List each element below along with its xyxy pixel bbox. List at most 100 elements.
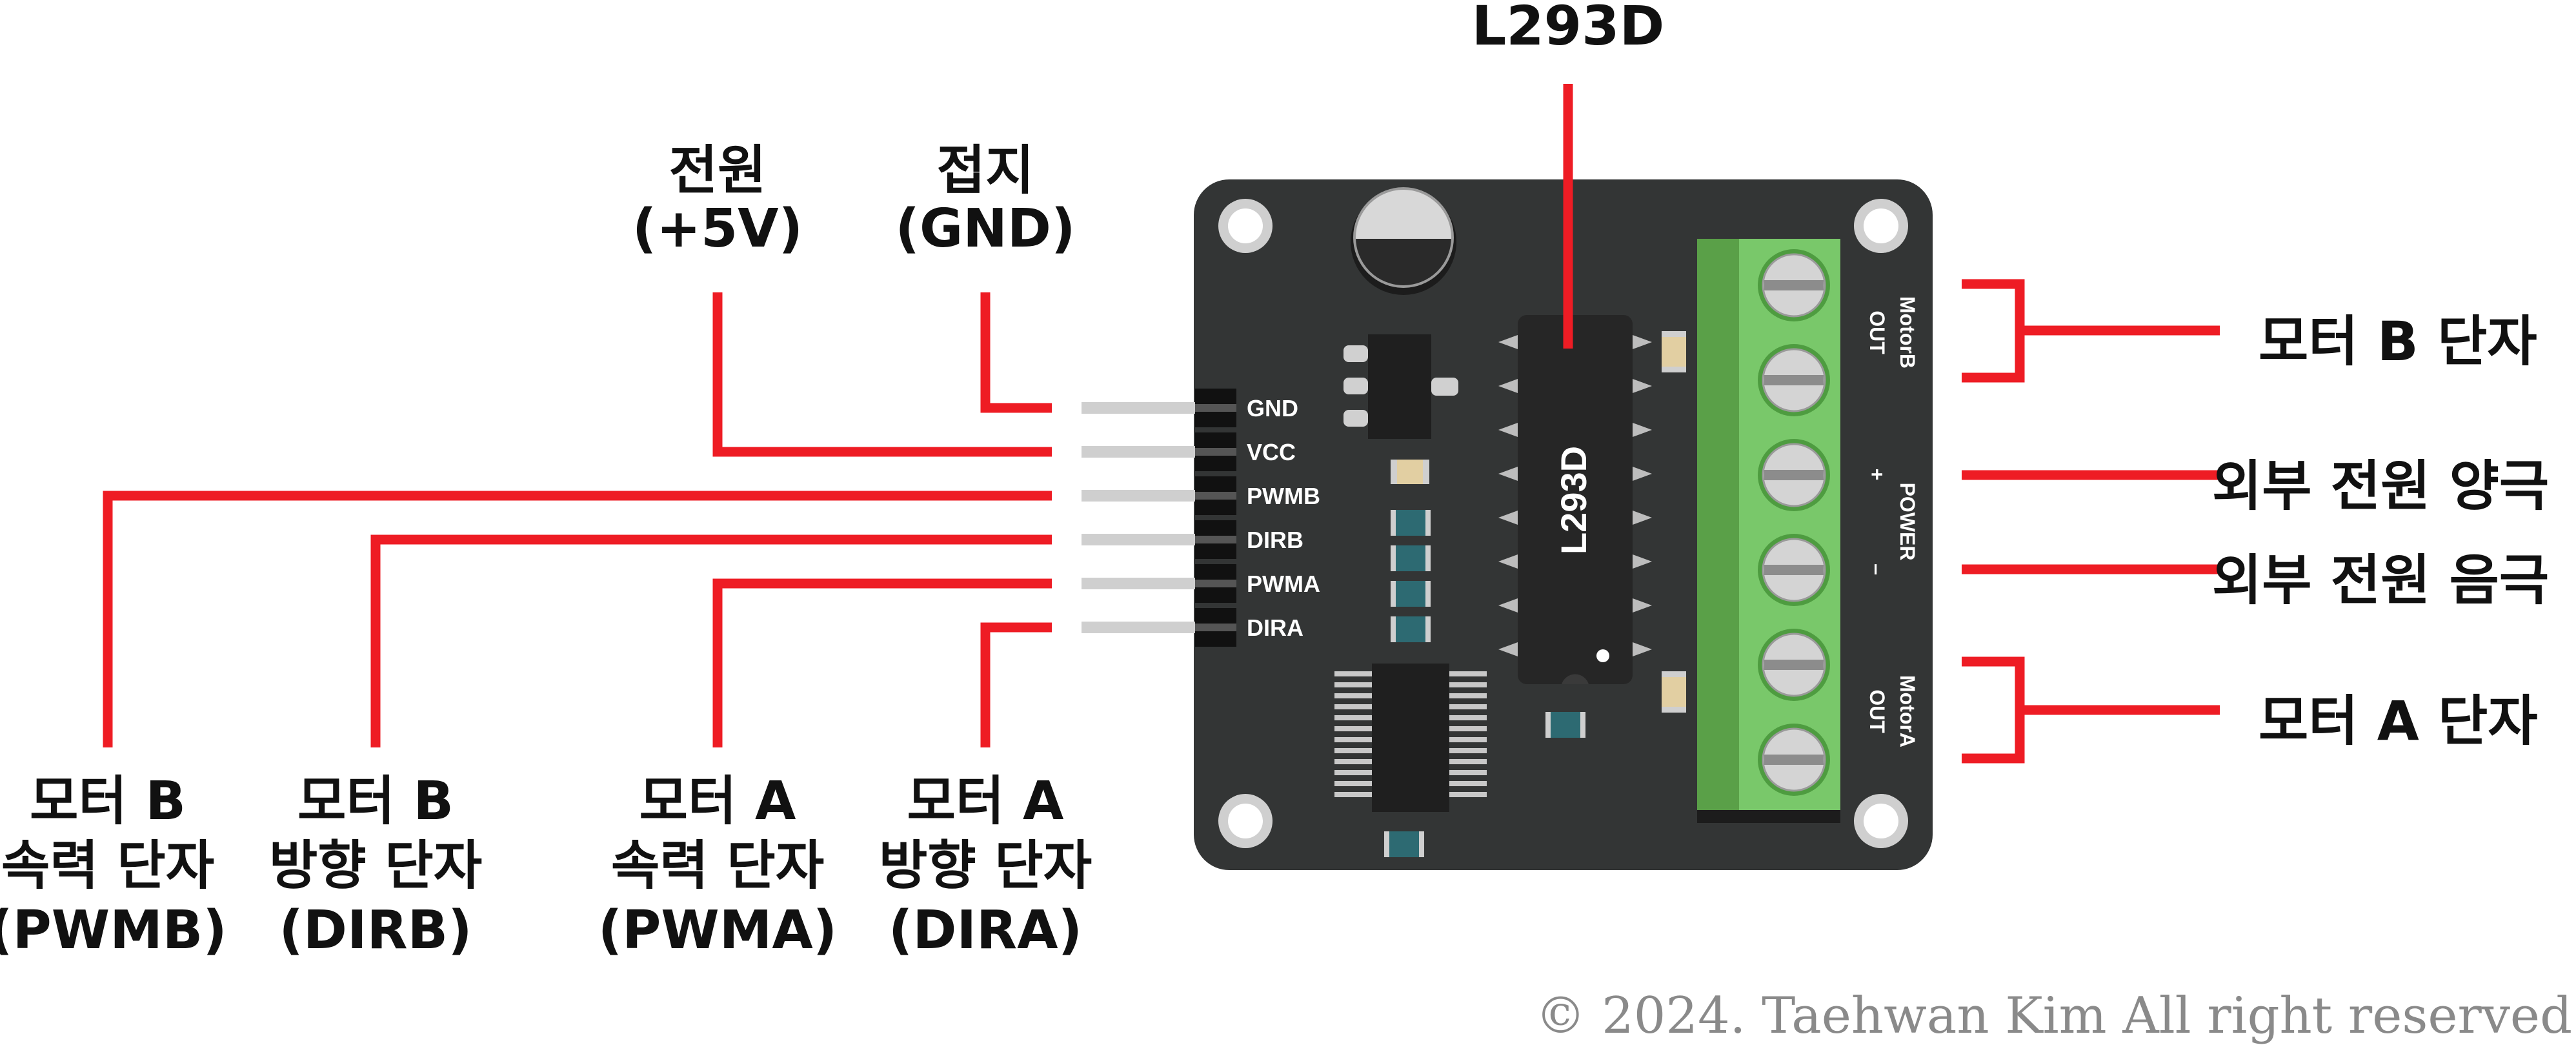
sop-pin-right — [1449, 704, 1487, 709]
chip-callout-text: L293D — [1471, 0, 1665, 57]
sop-pin-right — [1449, 770, 1487, 775]
sop-pin-left — [1334, 726, 1372, 731]
pin-label-vcc: VCC — [1247, 439, 1296, 465]
sop-pin-right — [1449, 781, 1487, 786]
ic-pin-right — [1633, 511, 1652, 525]
sop-pin-left — [1334, 682, 1372, 687]
ic-pin-right — [1633, 598, 1652, 613]
dira-callout-line2: 방향 단자 — [878, 835, 1092, 897]
sop-pin-left — [1334, 693, 1372, 698]
sop-pin-left — [1334, 770, 1372, 775]
terminal-screw-slot — [1764, 565, 1824, 575]
mounting-hole-bottom-right — [1854, 794, 1908, 848]
sop-pin-left — [1334, 759, 1372, 764]
pwmb-callout-line1: 모터 B — [30, 771, 186, 832]
power-callout-line2: (+5V) — [632, 198, 803, 260]
wire-motor-b — [1962, 279, 2220, 383]
pin-label-pwma: PWMA — [1247, 571, 1320, 597]
power-plus-label: + — [1866, 469, 1889, 481]
header-pin-pwmb — [1082, 490, 1195, 502]
ic-pin-right — [1633, 642, 1652, 656]
header-pin-stub-dira — [1195, 624, 1236, 631]
ic-pin-left — [1498, 554, 1518, 569]
mounting-hole-bottom-left — [1218, 794, 1273, 848]
motor-a-out-label: OUT — [1866, 689, 1889, 733]
sop-pin-right — [1449, 748, 1487, 753]
ic-pin-left — [1498, 467, 1518, 481]
ic-pin-left — [1498, 335, 1518, 349]
sop-ic — [1334, 664, 1487, 812]
voltage-regulator — [1343, 334, 1458, 439]
power-minus-label: – — [1866, 563, 1889, 575]
chip-callout-label: L293D — [1420, 0, 1716, 56]
electrolytic-capacitor — [1351, 187, 1456, 295]
dirb-callout-line1: 모터 B — [297, 771, 454, 832]
terminal-labels: MotorB OUT POWER + – MotorA OUT — [1866, 296, 1919, 747]
sop-pin-left — [1334, 781, 1372, 786]
terminal-screw-slot — [1764, 470, 1824, 480]
motor-a-terminal-label: 모터 A 단자 — [2259, 689, 2538, 753]
header-pin-stub-pwma — [1195, 580, 1236, 587]
wire-motor-a — [1962, 656, 2220, 764]
power-label: POWER — [1896, 483, 1919, 561]
wire-dira — [980, 622, 1052, 747]
ground-callout-label: 접지 (GND) — [849, 140, 1122, 258]
ic-pin-right — [1633, 335, 1652, 349]
driver-board: L293D GND VCC PWMB DIRB PWMA DIRA MotorB OUT … — [1082, 179, 1933, 870]
callout-wires — [103, 84, 2220, 764]
dirb-callout-label: 모터 B 방향 단자 (DIRB) — [248, 769, 503, 963]
pwma-callout-label: 모터 A 속력 단자 (PWMA) — [590, 769, 845, 963]
mounting-hole-top-right — [1854, 199, 1908, 253]
header-pin-vcc — [1082, 446, 1195, 458]
motor-b-terminal-label: 모터 B 단자 — [2259, 310, 2537, 373]
terminal-block — [1697, 239, 1840, 823]
sop-pin-right — [1449, 792, 1487, 797]
sop-pin-left — [1334, 704, 1372, 709]
pwmb-callout-label: 모터 B 속력 단자 (PWMB) — [0, 769, 235, 963]
terminal-screw-slot — [1764, 375, 1824, 385]
terminal-screw-slot — [1764, 660, 1824, 670]
header-pin-stub-dirb — [1195, 536, 1236, 543]
power-callout-label: 전원 (+5V) — [581, 141, 854, 260]
pwma-callout-line1: 모터 A — [639, 771, 796, 832]
wire-power — [712, 292, 1052, 457]
pin-label-dirb: DIRB — [1247, 527, 1303, 553]
dira-callout-line3: (DIRA) — [888, 900, 1083, 962]
ic-pin-right — [1633, 379, 1652, 393]
smd-capacitor-group — [1391, 510, 1431, 642]
sop-pin-right — [1449, 726, 1487, 731]
motor-b-label: MotorB — [1896, 296, 1919, 369]
ic-pin-left — [1498, 379, 1518, 393]
wire-pwma — [712, 578, 1052, 747]
sop-pin-left — [1334, 671, 1372, 676]
sop-pin-left — [1334, 792, 1372, 797]
wire-ground — [980, 292, 1052, 413]
l293d-ic: L293D — [1498, 315, 1652, 684]
dirb-callout-line3: (DIRB) — [279, 900, 472, 962]
pwma-callout-line3: (PWMA) — [598, 900, 838, 962]
sop-pin-left — [1334, 715, 1372, 720]
sop-pin-right — [1449, 737, 1487, 742]
ic-pin-right — [1633, 467, 1652, 481]
motor-b-out-label: OUT — [1866, 310, 1889, 354]
ic-pin-left — [1498, 642, 1518, 656]
smd-resistor-right — [1662, 331, 1686, 713]
pwmb-callout-line2: 속력 단자 — [1, 835, 215, 897]
pin-header: GND VCC PWMB DIRB PWMA DIRA — [1082, 389, 1320, 647]
pin-label-pwmb: PWMB — [1247, 483, 1320, 509]
pwmb-callout-line3: (PWMB) — [0, 900, 227, 962]
terminal-screw-slot — [1764, 755, 1824, 765]
dira-callout-line1: 모터 A — [907, 771, 1064, 832]
wire-pwmb — [103, 491, 1052, 747]
header-pin-stub-pwmb — [1195, 492, 1236, 500]
pin-label-gnd: GND — [1247, 395, 1298, 421]
power-neg-label: 외부 전원 음극 — [2212, 549, 2550, 612]
ic-pin-right — [1633, 423, 1652, 437]
sop-pin-right — [1449, 715, 1487, 720]
ground-callout-line1: 접지 — [936, 140, 1034, 201]
ic-pin-left — [1498, 511, 1518, 525]
ic-marking-text: L293D — [1553, 446, 1594, 554]
pin-label-dira: DIRA — [1247, 614, 1303, 641]
sop-pin-right — [1449, 693, 1487, 698]
